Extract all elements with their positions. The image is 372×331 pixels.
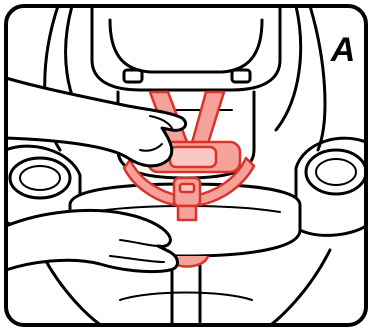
armrest-right <box>296 138 366 235</box>
step-label: A <box>328 30 358 70</box>
